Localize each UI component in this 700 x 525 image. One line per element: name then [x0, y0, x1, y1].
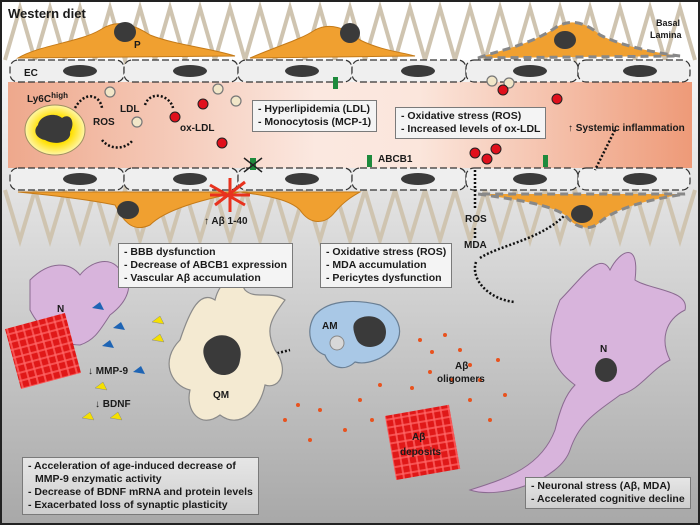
activated-microglia-nucleus — [353, 316, 386, 347]
box-pericyte-dysfunction: - Oxidative stress (ROS) - MDA accumulat… — [320, 243, 453, 288]
box-line: - Vascular Aβ accumulation — [124, 272, 261, 284]
box-line: - Acceleration of age-induced decrease o… — [28, 460, 236, 472]
abcb1-transporter — [543, 155, 548, 167]
label-systemic-inflammation: ↑ Systemic inflammation — [568, 123, 685, 134]
label-ros-pericyte: ROS — [465, 214, 487, 225]
abeta-plaque-left — [5, 313, 81, 389]
label-basal-lamina-1: Basal — [656, 18, 680, 28]
box-line: - Exacerbated loss of synaptic plasticit… — [28, 499, 228, 511]
label-basal-lamina-2: Lamina — [650, 30, 683, 40]
label-mda: MDA — [464, 240, 487, 251]
label-ox-ldl: ox-LDL — [180, 123, 214, 134]
label-pericyte: P — [134, 40, 141, 51]
endothelial-row-bottom — [9, 167, 691, 191]
pericyte-nucleus — [114, 22, 136, 42]
microglia-nucleus — [203, 335, 241, 376]
abcb1-transporter-blocked — [250, 158, 256, 170]
neuron-right — [468, 252, 686, 494]
label-activated-microglia: AM — [322, 321, 338, 332]
label-neuron-right: N — [600, 344, 607, 355]
pericyte-nucleus — [117, 201, 139, 219]
label-abeta-oligomers-1: Aβ — [455, 361, 468, 372]
abeta-oligomers — [283, 333, 507, 442]
label-abeta-1-40: ↑ Aβ 1-40 — [204, 216, 248, 227]
label-ros-lumen: ROS — [93, 117, 115, 128]
box-neuronal-stress: - Neuronal stress (Aβ, MDA) - Accelerate… — [525, 477, 691, 509]
abeta-deposits — [384, 404, 461, 481]
box-line: - Increased levels of ox-LDL — [401, 123, 541, 135]
bdnf-molecules — [81, 315, 165, 421]
label-abeta-deposits-1: Aβ — [412, 432, 425, 443]
ox-ldl-particles — [169, 84, 563, 165]
label-quiescent-microglia: QM — [213, 390, 229, 401]
label-mmp9: ↓ MMP-9 — [88, 366, 128, 377]
abeta-burst — [209, 178, 250, 212]
mmp9-molecules — [92, 302, 145, 374]
box-hyperlipidemia: - Hyperlipidemia (LDL) - Monocytosis (MC… — [252, 100, 378, 132]
pericyte-nucleus — [340, 23, 360, 43]
label-monocyte: Ly6Chigh — [27, 91, 68, 105]
box-line: - Oxidative stress (ROS) — [326, 246, 447, 258]
box-oxidative-stress-lumen: - Oxidative stress (ROS) - Increased lev… — [395, 107, 547, 139]
label-abeta-oligomers-2: oligomers — [437, 374, 485, 385]
box-line: - Neuronal stress (Aβ, MDA) — [531, 480, 671, 492]
box-bbb-dysfunction: - BBB dysfunction - Decrease of ABCB1 ex… — [118, 243, 294, 288]
blocked-x-icon — [243, 157, 263, 173]
label-endothelial-cell: EC — [24, 68, 38, 79]
ldl-particles — [104, 75, 515, 128]
box-line: - Decrease of BDNF mRNA and protein leve… — [28, 486, 253, 498]
label-ldl: LDL — [120, 104, 139, 115]
box-line: MMP-9 enzymatic activity — [35, 473, 162, 485]
label-abcb1: ABCB1 — [378, 154, 413, 165]
neuron-right-nucleus — [595, 358, 617, 382]
pericyte-top-3-damaged — [477, 20, 681, 60]
label-abeta-deposits-2: deposits — [400, 447, 442, 458]
pericyte-bottom-2 — [239, 191, 362, 222]
box-line: - MDA accumulation — [326, 259, 427, 271]
box-line: - BBB dysfunction — [124, 246, 216, 258]
box-line: - Decrease of ABCB1 expression — [124, 259, 288, 271]
diagram-title: Western diet — [8, 6, 86, 21]
endothelial-row-top — [9, 59, 691, 83]
abcb1-transporter — [333, 77, 338, 89]
box-line: - Accelerated cognitive decline — [531, 493, 685, 505]
box-line: - Monocytosis (MCP-1) — [258, 116, 372, 128]
label-neuron-left: N — [57, 304, 64, 315]
box-line: - Oxidative stress (ROS) — [401, 110, 522, 122]
pericyte-nucleus — [571, 205, 593, 223]
phagosome — [329, 335, 345, 351]
pericyte-top-2 — [249, 25, 416, 59]
abcb1-transporter — [367, 155, 372, 167]
pericyte-nucleus — [554, 31, 576, 49]
box-line: - Pericytes dysfunction — [326, 272, 442, 284]
box-line: - Hyperlipidemia (LDL) — [258, 103, 371, 115]
label-bdnf: ↓ BDNF — [95, 399, 131, 410]
box-synaptic-plasticity: - Acceleration of age-induced decrease o… — [22, 457, 259, 515]
monocyte-nucleus — [35, 114, 73, 143]
